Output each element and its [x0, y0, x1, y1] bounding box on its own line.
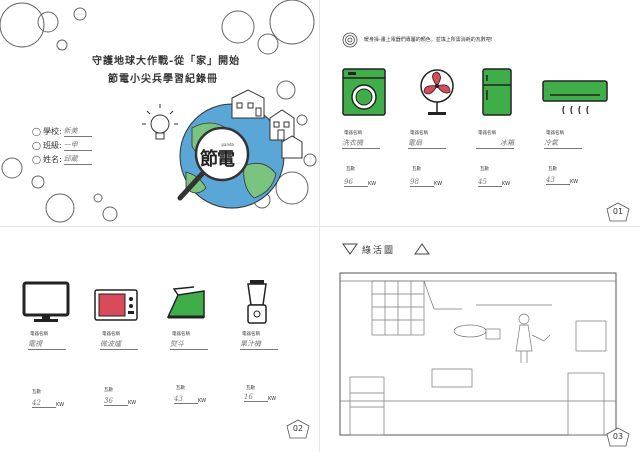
- appliance-name-value[interactable]: 果汁機: [240, 339, 278, 350]
- field-school-value[interactable]: 新美: [63, 126, 92, 137]
- watt-value[interactable]: 43: [546, 176, 570, 185]
- washing-machine-icon: [342, 68, 386, 116]
- field-school: ◯ 學校: 新美: [32, 124, 92, 138]
- refrigerator-icon: [482, 68, 512, 116]
- appliance-name-label: 電器名稱: [102, 332, 120, 337]
- instruction-text: 暖身操-畫上電器們專屬的顏色，並填上所需消耗的瓦數吧!: [364, 37, 493, 43]
- bulb-icon: ◯: [32, 140, 41, 150]
- watt-row: 96 KW: [344, 178, 376, 187]
- fan-icon: [420, 69, 454, 115]
- appliance-name-value[interactable]: 電視: [28, 339, 66, 350]
- iron-icon: [166, 286, 205, 319]
- appliance-name-label: 電器名稱: [478, 131, 496, 136]
- watt-value[interactable]: 45: [478, 178, 502, 187]
- watt-label: 瓦數: [480, 167, 489, 172]
- watt-label: 瓦數: [346, 167, 355, 172]
- appliance-name-value[interactable]: 熨斗: [170, 339, 208, 350]
- appliance-name-value[interactable]: 洗衣機: [342, 138, 380, 149]
- appliance-name-label: 電器名稱: [172, 332, 190, 337]
- watt-unit: KW: [368, 181, 377, 187]
- watt-label: 瓦數: [246, 386, 255, 391]
- watt-label: 瓦數: [104, 388, 113, 393]
- appliance-name-label: 電器名稱: [242, 332, 260, 337]
- appliance-name-label: 電器名稱: [344, 131, 362, 136]
- watt-label: 瓦數: [548, 167, 557, 172]
- appliance-name-value[interactable]: 微波爐: [100, 339, 138, 350]
- page-number: 03: [612, 432, 624, 441]
- target-icon: [342, 32, 358, 48]
- watt-row: 43 KW: [546, 176, 578, 185]
- cover-title-line2: 節電小尖兵學習紀錄冊: [108, 74, 218, 85]
- watt-row: 42 KW: [32, 399, 64, 408]
- watt-unit: KW: [56, 402, 65, 408]
- watt-row: 45 KW: [478, 178, 510, 187]
- cover-page: 守護地球大作戰-從「家」開始 節電小尖兵學習紀錄冊 panda: [0, 0, 318, 225]
- appliance-name-label: 電器名稱: [546, 131, 564, 136]
- appliance-name-label: 電器名稱: [30, 332, 48, 337]
- page-02: 電器名稱 電器名稱 電器名稱 電器名稱 電視 微波爐 熨斗 果汁機 瓦數 瓦數 …: [0, 227, 318, 452]
- field-class: ◯ 班級: 一甲: [32, 138, 92, 152]
- watt-unit: KW: [268, 396, 277, 402]
- globe-illustration: [142, 89, 303, 209]
- page3-title: 綠活圖: [362, 246, 396, 256]
- watt-row: 43 KW: [174, 395, 206, 404]
- green-living-drawing: [339, 272, 617, 436]
- field-name: ◯ 姓名: 邱葳: [32, 152, 92, 166]
- watt-value[interactable]: 96: [344, 178, 368, 187]
- watt-value[interactable]: 43: [174, 395, 198, 404]
- page-01: 暖身操-畫上電器們專屬的顏色，並填上所需消耗的瓦數吧! 電器名稱 電器名稱 電器…: [320, 0, 640, 225]
- panda-logo-tag: panda: [221, 142, 234, 147]
- appliance-name-value[interactable]: 冷氣: [544, 138, 582, 149]
- bulb-icon: ◯: [32, 126, 41, 136]
- watt-label: 瓦數: [176, 386, 185, 391]
- page-number-badge: [286, 419, 310, 439]
- appliance-name-value[interactable]: 電扇: [408, 138, 446, 149]
- field-school-label: 學校:: [42, 126, 62, 136]
- bulb-icon: ◯: [32, 154, 41, 164]
- watt-label: 瓦數: [32, 390, 41, 395]
- field-name-value[interactable]: 邱葳: [63, 154, 92, 165]
- page-03: 綠活圖 03: [320, 227, 640, 452]
- field-name-label: 姓名:: [42, 154, 62, 164]
- page-number-badge: [606, 427, 630, 447]
- panda-logo: panda 節電: [200, 142, 235, 171]
- watt-row: 36 KW: [104, 397, 136, 406]
- page-divider-horizontal: [0, 226, 640, 227]
- tv-icon: [22, 281, 70, 322]
- microwave-icon: [94, 289, 138, 321]
- watt-value[interactable]: 16: [244, 393, 268, 402]
- triangle-up-icon: [414, 243, 430, 255]
- field-class-label: 班級:: [42, 140, 62, 150]
- watt-row: 16 KW: [244, 393, 276, 402]
- appliance-name-label: 電器名稱: [410, 131, 428, 136]
- triangle-down-icon: [342, 243, 358, 255]
- watt-unit: KW: [128, 400, 137, 406]
- page-number: 02: [292, 424, 304, 433]
- appliance-name-value[interactable]: 冰箱: [476, 138, 514, 149]
- watt-value[interactable]: 42: [32, 399, 56, 408]
- watt-label: 瓦數: [412, 167, 421, 172]
- watt-unit: KW: [570, 179, 579, 185]
- watt-unit: KW: [434, 181, 443, 187]
- watt-row: 98 KW: [410, 178, 442, 187]
- watt-value[interactable]: 98: [410, 178, 434, 187]
- cover-fields: ◯ 學校: 新美 ◯ 班級: 一甲 ◯ 姓名: 邱葳: [32, 124, 92, 166]
- watt-unit: KW: [502, 181, 511, 187]
- watt-unit: KW: [198, 398, 207, 404]
- blender-icon: [247, 280, 267, 324]
- page-number: 01: [612, 207, 624, 216]
- cover-title-line1: 守護地球大作戰-從「家」開始: [92, 56, 241, 67]
- field-class-value[interactable]: 一甲: [63, 140, 92, 151]
- page-number-badge: [606, 202, 630, 222]
- panda-logo-text: 節電: [200, 149, 235, 170]
- air-conditioner-icon: [542, 80, 608, 115]
- watt-value[interactable]: 36: [104, 397, 128, 406]
